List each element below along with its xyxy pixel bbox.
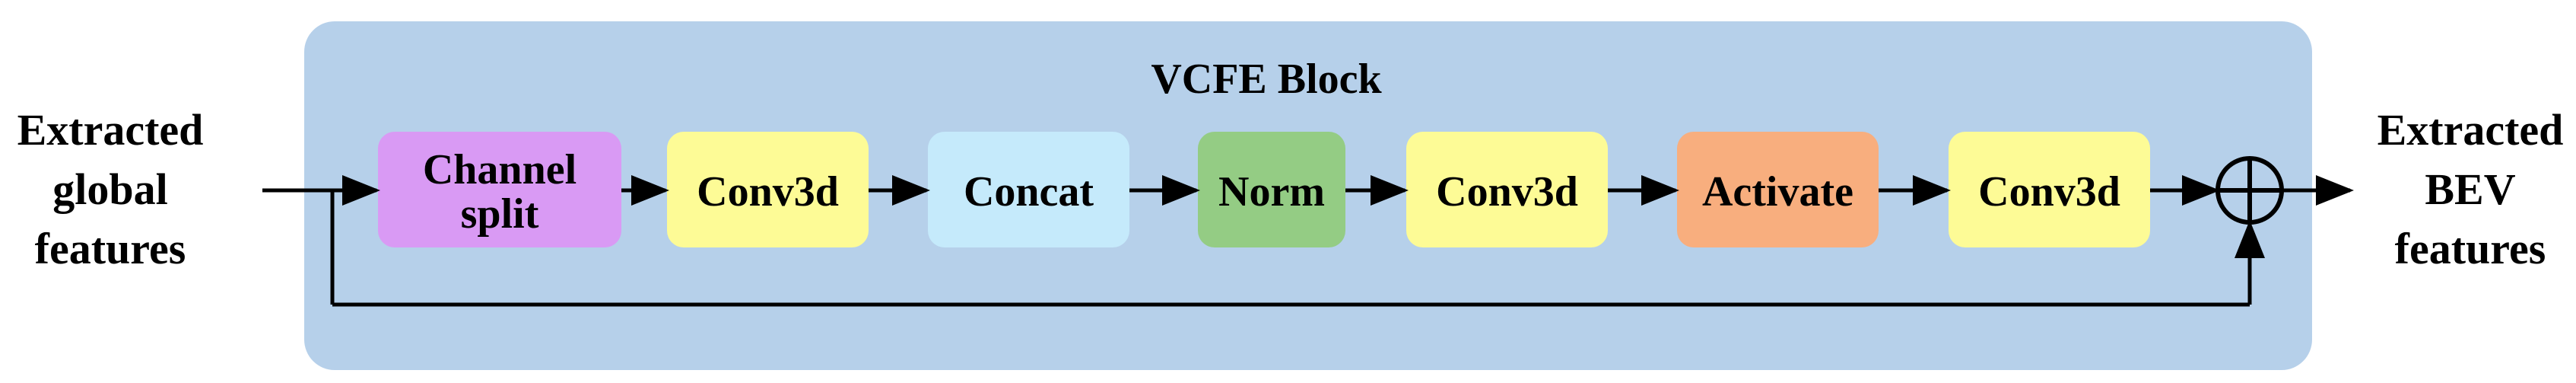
output-label-line: Extracted [2377,105,2564,155]
input-label-line: Extracted [17,105,204,155]
sum-operator [2215,156,2284,225]
node-channel-split-label: split [461,190,539,238]
node-activate: Activate [1677,132,1879,247]
connection-arrows [262,175,2354,307]
input-label-line: features [35,224,186,273]
node-conv3d-1: Conv3d [667,132,869,247]
node-channel-split-label: Channel [423,146,577,193]
node-activate-label: Activate [1702,168,1853,215]
node-norm-box [1198,132,1345,247]
node-norm: Norm [1198,132,1345,247]
node-concat: Concat [928,132,1129,247]
node-channel-split-box [378,132,621,247]
node-concat-label: Concat [964,168,1094,215]
node-conv3d-1-label: Conv3d [697,168,839,215]
node-conv3d-2-box [1406,132,1608,247]
input-label: Extracted global features [17,105,204,273]
node-norm-label: Norm [1218,168,1325,215]
node-concat-box [928,132,1129,247]
output-label-line: features [2395,224,2546,273]
output-label-line: BEV [2425,164,2515,214]
node-conv3d-2-label: Conv3d [1436,168,1578,215]
node-conv3d-3-label: Conv3d [1978,168,2120,215]
node-conv3d-3: Conv3d [1949,132,2150,247]
block-title: VCFE Block [1151,56,1382,103]
input-label-line: global [52,164,168,214]
node-conv3d-2: Conv3d [1406,132,1608,247]
node-conv3d-3-box [1949,132,2150,247]
node-conv3d-1-box [667,132,869,247]
node-activate-box [1677,132,1879,247]
